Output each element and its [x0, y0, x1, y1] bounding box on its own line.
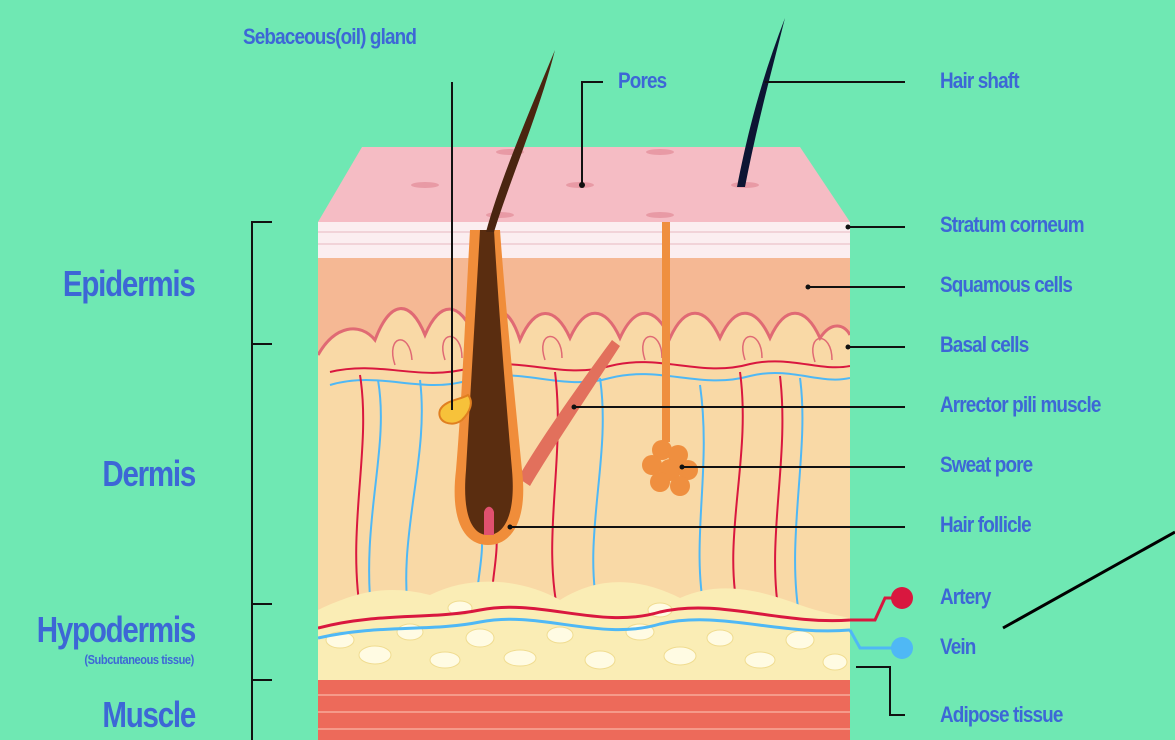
label-squamous-cells: Squamous cells [940, 274, 1072, 296]
label-pores: Pores [618, 70, 666, 92]
layer-muscle: Muscle [102, 697, 195, 733]
vein-dot [891, 637, 913, 659]
muscle-layer [318, 680, 850, 740]
label-hair-shaft: Hair shaft [940, 70, 1019, 92]
label-vein: Vein [940, 636, 975, 658]
layer-dermis: Dermis [102, 456, 195, 492]
stratum-corneum-layer [318, 222, 850, 258]
label-stratum-corneum: Stratum corneum [940, 214, 1084, 236]
label-adipose-tissue: Adipose tissue [940, 704, 1063, 726]
label-basal-cells: Basal cells [940, 334, 1028, 356]
label-artery: Artery [940, 586, 991, 608]
artery-dot [891, 587, 913, 609]
sweat-duct [662, 222, 670, 442]
layer-hypodermis-subtitle: (Subcutaneous tissue) [84, 653, 194, 666]
label-sebaceous-gland: Sebaceous(oil) gland [243, 26, 416, 48]
label-arrector-pili: Arrector pili muscle [940, 394, 1101, 416]
layer-epidermis: Epidermis [63, 266, 195, 302]
label-sweat-pore: Sweat pore [940, 454, 1032, 476]
pointer-line [1003, 532, 1175, 628]
layer-hypodermis: Hypodermis [37, 612, 195, 648]
label-hair-follicle: Hair follicle [940, 514, 1031, 536]
